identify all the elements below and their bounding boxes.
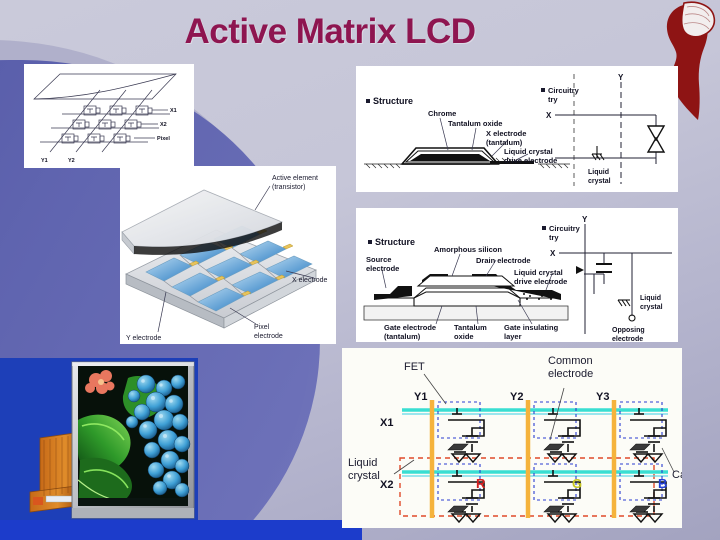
label-circuitry-2: try bbox=[549, 233, 559, 242]
label-fet: FET bbox=[404, 361, 425, 373]
label-lc-drive-2: drive electrode bbox=[504, 156, 557, 165]
figure-lcd-panel-photo bbox=[24, 360, 200, 528]
mim-svg: Structure bbox=[364, 73, 666, 186]
label-amorphous-silicon: Amorphous silicon bbox=[434, 245, 502, 254]
bullet-square-icon bbox=[368, 240, 372, 244]
label-liquid-crystal-2: crystal bbox=[588, 178, 611, 185]
matrix-grid-svg: X1 X2 Pixel Y1 Y2 bbox=[33, 73, 177, 164]
figure-mim-structure: Structure bbox=[356, 66, 678, 192]
bullet-square-icon-2 bbox=[542, 226, 546, 230]
label-axis-y: Y bbox=[582, 215, 588, 224]
label-pixel-electrode-2: electrode bbox=[254, 333, 283, 340]
label-active-element-2: (transistor) bbox=[272, 184, 305, 191]
label-liquid-crystal: Liquid bbox=[588, 169, 609, 176]
label-circuitry: Circuitry bbox=[549, 224, 581, 233]
bottom-accent-bar bbox=[0, 520, 362, 540]
label-chrome: Chrome bbox=[428, 109, 456, 118]
label-pixel: Pixel bbox=[157, 136, 170, 142]
label-axis-x: X bbox=[550, 249, 556, 258]
pixel-3d-svg: Active element (transistor) X electrode … bbox=[121, 175, 328, 342]
label-gate-electrode-2: (tantalum) bbox=[384, 332, 421, 341]
label-liquid-crystal-2: crystal bbox=[640, 304, 663, 311]
label-lc-drive: Liquid crystal bbox=[504, 147, 553, 156]
label-tantalum-oxide: Tantalum bbox=[454, 323, 487, 332]
label-y-electrode: Y electrode bbox=[126, 335, 161, 342]
label-lc-drive-2: drive electrode bbox=[514, 277, 567, 286]
label-y2: Y2 bbox=[510, 391, 523, 403]
label-capacitor: Capacitor bbox=[672, 469, 682, 481]
label-common-electrode: Common bbox=[548, 355, 593, 367]
label-liquid-crystal: Liquid bbox=[348, 457, 377, 469]
label-axis-x: X bbox=[546, 111, 552, 120]
label-gate-electrode: Gate electrode bbox=[384, 323, 436, 332]
label-circuitry-2: try bbox=[548, 95, 558, 104]
circuit-svg: FET Common electrode Liquid crystal Capa… bbox=[348, 355, 682, 524]
label-gate-insulating: Gate insulating bbox=[504, 323, 559, 332]
label-liquid-crystal-2: crystal bbox=[348, 470, 380, 482]
label-subpixel-b: B bbox=[658, 476, 667, 491]
label-y2: Y2 bbox=[68, 158, 75, 164]
label-subpixel-g: G bbox=[572, 476, 582, 491]
label-liquid-crystal: Liquid bbox=[640, 295, 661, 302]
label-opposing-electrode-2: electrode bbox=[612, 336, 643, 342]
label-drain-electrode: Drain electrode bbox=[476, 256, 531, 265]
lcd-photo-svg bbox=[29, 361, 195, 519]
label-opposing-electrode: Opposing bbox=[612, 327, 645, 334]
label-tantalum-oxide: Tantalum oxide bbox=[448, 119, 502, 128]
label-x2: X2 bbox=[160, 122, 167, 128]
label-y1: Y1 bbox=[41, 158, 48, 164]
heading-structure: Structure bbox=[375, 237, 415, 247]
label-x1: X1 bbox=[170, 108, 177, 114]
label-lc-drive: Liquid crystal bbox=[514, 268, 563, 277]
label-source-electrode: Source bbox=[366, 255, 391, 264]
label-tantalum-oxide-2: oxide bbox=[454, 332, 474, 341]
figure-tft-structure: Structure bbox=[356, 208, 678, 342]
figure-tft-array-circuit: FET Common electrode Liquid crystal Capa… bbox=[342, 348, 682, 528]
label-x-electrode-2: (tantalum) bbox=[486, 138, 523, 147]
label-subpixel-r: R bbox=[476, 476, 486, 491]
label-x2: X2 bbox=[380, 479, 393, 491]
label-y1: Y1 bbox=[414, 391, 427, 403]
label-y3: Y3 bbox=[596, 391, 609, 403]
label-x-electrode: X electrode bbox=[292, 277, 328, 284]
page-title: Active Matrix LCD bbox=[184, 12, 476, 51]
tft-svg: Structure bbox=[363, 215, 672, 342]
label-pixel-electrode: Pixel bbox=[254, 324, 270, 331]
label-axis-y: Y bbox=[618, 73, 624, 82]
bullet-square-icon-2 bbox=[541, 88, 545, 92]
figure-pixel-electrode-3d: Active element (transistor) X electrode … bbox=[120, 166, 336, 344]
label-x1: X1 bbox=[380, 417, 393, 429]
label-circuitry: Circuitry bbox=[548, 86, 580, 95]
label-common-electrode-2: electrode bbox=[548, 368, 593, 380]
label-active-element: Active element bbox=[272, 175, 318, 182]
label-x-electrode: X electrode bbox=[486, 129, 526, 138]
label-gate-insulating-2: layer bbox=[504, 332, 522, 341]
figure-active-matrix-grid: X1 X2 Pixel Y1 Y2 bbox=[24, 64, 194, 168]
bullet-square-icon bbox=[366, 99, 370, 103]
heading-structure: Structure bbox=[373, 96, 413, 106]
label-source-electrode-2: electrode bbox=[366, 264, 399, 273]
